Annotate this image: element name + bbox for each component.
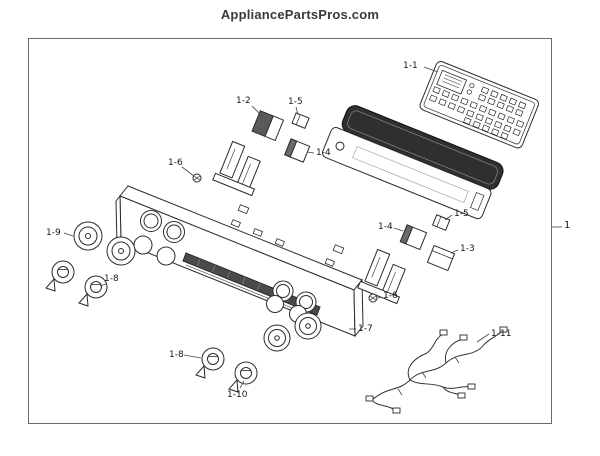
bracket-1-4-right	[399, 224, 428, 251]
knob-base	[228, 361, 258, 393]
panel-trim	[322, 127, 492, 220]
knob	[73, 221, 103, 251]
leader-lines	[63, 66, 562, 389]
screw-left	[192, 173, 202, 183]
control-panel-body	[115, 185, 364, 338]
site-header: AppliancePartsPros.com	[0, 6, 600, 24]
knobs-bottom	[195, 312, 322, 393]
panel-clips	[230, 204, 345, 267]
wire-connectors	[365, 326, 508, 414]
control-board	[419, 61, 539, 149]
site-title: AppliancePartsPros.com	[220, 7, 380, 22]
spacer-1-5-left	[291, 112, 310, 129]
mount-bracket-left	[212, 140, 261, 197]
bracket-1-4-left	[284, 138, 311, 163]
knob	[294, 312, 322, 340]
spacer-1-5-right	[431, 214, 451, 231]
knob-base	[78, 275, 108, 307]
board-buttons	[429, 86, 527, 140]
mount-bracket-right	[357, 248, 406, 305]
bracket-1-2	[251, 110, 285, 142]
display-window	[436, 69, 468, 95]
knob	[263, 324, 291, 352]
assembly-label: 1	[564, 220, 571, 231]
knobs-left	[45, 221, 136, 307]
knob-base	[45, 260, 75, 292]
knob	[106, 236, 136, 266]
knob-holes	[133, 210, 317, 323]
knob-base	[195, 347, 225, 379]
screw-right	[368, 293, 378, 303]
wire-harness	[365, 326, 508, 414]
bracket-1-3	[426, 244, 456, 272]
